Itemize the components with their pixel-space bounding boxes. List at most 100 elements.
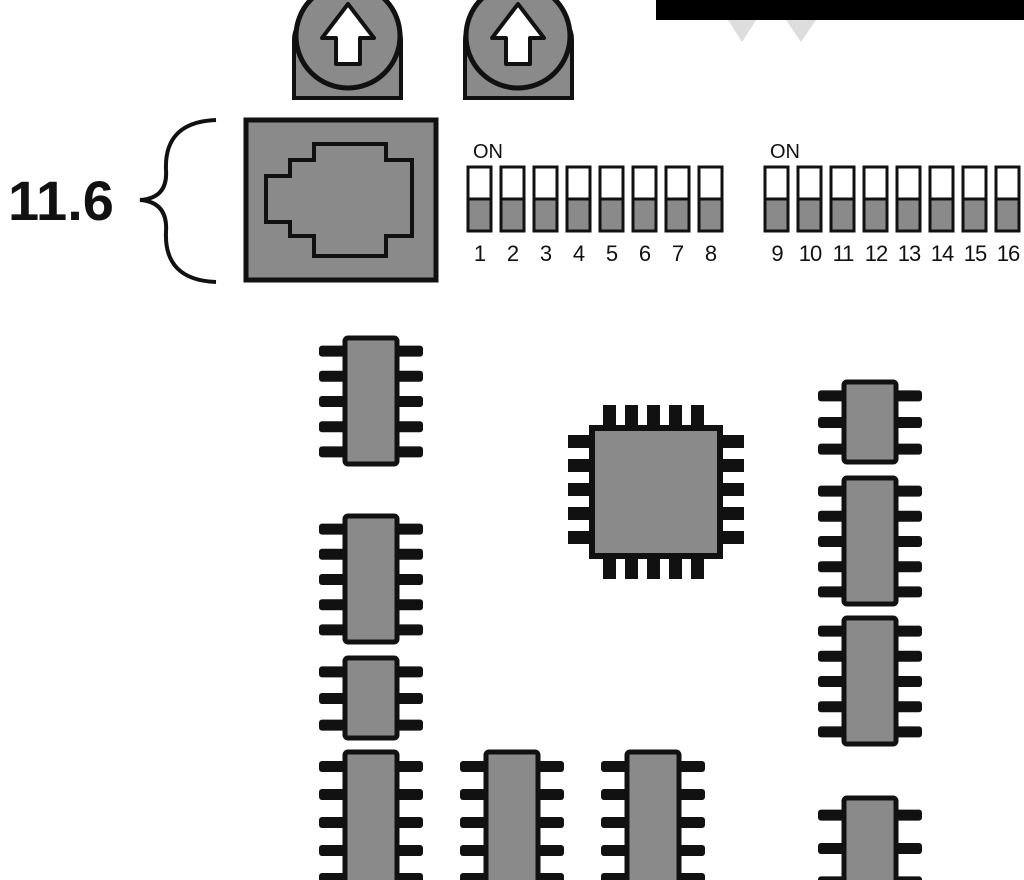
curly-brace — [139, 118, 217, 284]
dip-switch-toggle — [499, 165, 526, 233]
chip-pin — [393, 370, 423, 382]
chip-pin — [393, 719, 423, 731]
dip-switch-toggle — [862, 165, 889, 233]
chip-pin — [892, 843, 922, 854]
chip-pin — [892, 876, 922, 880]
chip-pin — [601, 873, 631, 880]
chip-pin — [675, 817, 705, 828]
ic-chip — [601, 749, 705, 880]
chip-pin — [818, 843, 848, 854]
chip-pin — [818, 390, 848, 402]
ic-chip — [818, 379, 922, 465]
chip-pin — [675, 845, 705, 856]
dip-switch-bank-2: ON 9 10 11 12 13 14 15 16 — [763, 141, 1021, 266]
dip-switch-on-label: ON — [473, 141, 503, 163]
chip-pin — [818, 701, 848, 713]
chip-pin — [818, 536, 848, 547]
chip-pin — [319, 548, 349, 560]
chip-pin — [818, 676, 848, 687]
qfp-chip — [568, 405, 744, 579]
dip-switch-number: 4 — [573, 241, 585, 266]
dip-switch-number: 13 — [898, 241, 921, 266]
chip-pin — [892, 417, 922, 428]
chip-pin — [393, 523, 423, 535]
chip-pin — [818, 809, 848, 821]
chip-pin — [319, 789, 349, 800]
chip-pin — [319, 345, 349, 357]
chip-pin — [892, 809, 922, 821]
dip-switch-toggle — [895, 165, 922, 233]
dip-switch-toggle — [994, 165, 1021, 233]
chip-pin — [818, 561, 848, 573]
chip-pin — [319, 574, 349, 585]
chip-pin — [319, 446, 349, 458]
dip-switch-toggle — [928, 165, 955, 233]
chip-pin — [818, 510, 848, 522]
arrow-up-icon — [490, 2, 546, 66]
dip-switch-number: 14 — [931, 241, 954, 266]
chip-pin — [534, 817, 564, 828]
chip-pin — [534, 845, 564, 856]
chip-pin — [534, 789, 564, 800]
dip-switch-number: 3 — [540, 241, 552, 266]
chip-pin — [460, 761, 490, 772]
chip-pin — [319, 761, 349, 772]
chip-pin — [393, 396, 423, 407]
chip-pin — [319, 396, 349, 407]
chip-pin — [818, 417, 848, 428]
dip-switch-toggle — [829, 165, 856, 233]
dip-switch-bank-1: ON 1 2 3 4 5 6 7 8 — [466, 141, 724, 266]
chip-pin — [393, 789, 423, 800]
dip-switch-number: 1 — [474, 241, 486, 266]
chip-pin — [393, 548, 423, 560]
dip-switch-number: 15 — [964, 241, 987, 266]
chip-pin — [892, 510, 922, 522]
chip-pin — [319, 599, 349, 611]
chip-pin — [534, 761, 564, 772]
chip-pin — [319, 873, 349, 880]
rj45-connector — [243, 117, 439, 283]
potentiometer-2 — [463, 0, 574, 100]
chip-pin — [534, 873, 564, 880]
dip-switch-toggle — [598, 165, 625, 233]
chip-pin — [319, 666, 349, 678]
chip-pin — [393, 345, 423, 357]
ic-chip — [818, 475, 922, 607]
chip-pin — [818, 625, 848, 637]
arrow-up-icon — [320, 2, 376, 66]
chip-pin — [319, 523, 349, 535]
chip-pin — [818, 650, 848, 662]
ic-chip — [818, 615, 922, 747]
dip-switch-toggle — [664, 165, 691, 233]
chip-pin — [818, 485, 848, 497]
chip-pin — [818, 443, 848, 455]
dip-switch-toggle — [763, 165, 790, 233]
ic-chip — [319, 655, 423, 741]
dip-switch-number: 12 — [865, 241, 888, 266]
chip-pin — [319, 817, 349, 828]
dip-switch-toggle — [466, 165, 493, 233]
dip-switch-number: 7 — [672, 241, 684, 266]
chip-pin — [892, 625, 922, 637]
chip-pin — [892, 650, 922, 662]
dip-switch-toggle — [532, 165, 559, 233]
dip-switch-toggle — [961, 165, 988, 233]
chip-pin — [675, 761, 705, 772]
chip-pin — [601, 789, 631, 800]
chip-pin — [460, 845, 490, 856]
dip-switch-on-label: ON — [770, 141, 800, 163]
chip-pin — [393, 421, 423, 433]
ic-chip — [319, 513, 423, 645]
dip-switch-number: 9 — [771, 241, 783, 266]
chip-pin — [675, 873, 705, 880]
dip-switch-number: 2 — [507, 241, 519, 266]
chip-pin — [393, 599, 423, 611]
chip-pin — [892, 561, 922, 573]
chip-pin — [601, 761, 631, 772]
dip-switch-number: 5 — [606, 241, 618, 266]
chip-pin — [393, 574, 423, 585]
chip-pin — [460, 789, 490, 800]
dip-switch-number: 6 — [639, 241, 651, 266]
chip-pin — [818, 586, 848, 598]
